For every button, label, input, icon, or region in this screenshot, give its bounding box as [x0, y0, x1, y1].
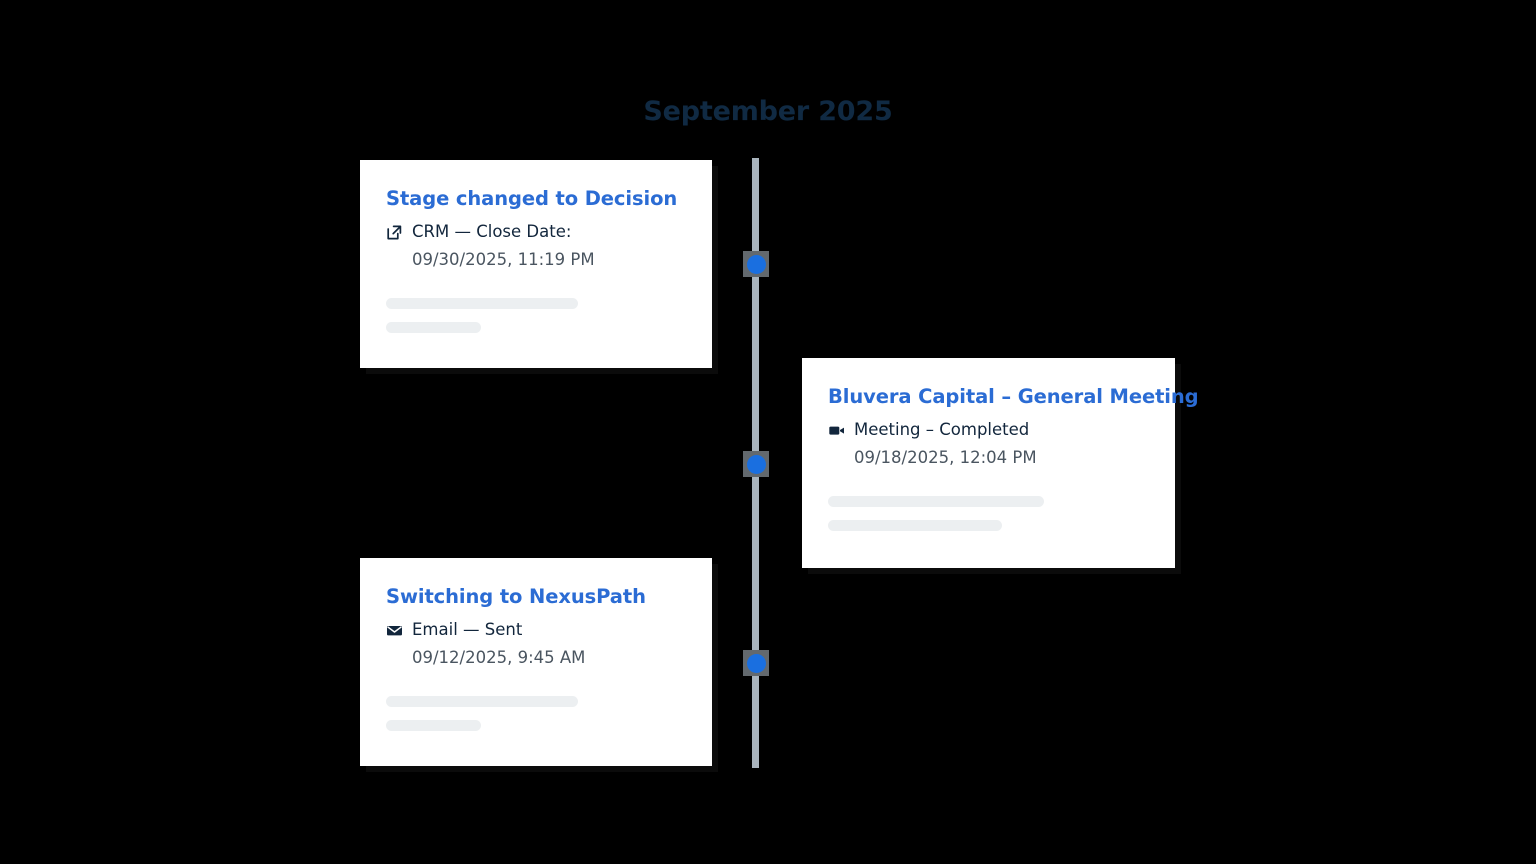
timeline-marker-switching[interactable]	[743, 650, 769, 676]
video-camera-icon	[828, 422, 845, 439]
card-meta-label: Meeting – Completed	[854, 420, 1030, 439]
card-meta-label: Email — Sent	[412, 620, 523, 639]
timeline-card-switching[interactable]: Switching to NexusPath Email — Sent 09/1…	[360, 558, 712, 766]
page-title: September 2025	[643, 96, 893, 127]
card-heading[interactable]: Switching to NexusPath	[386, 585, 646, 608]
skeleton-bar	[386, 720, 481, 731]
timeline-dot	[746, 454, 766, 474]
skeleton-placeholder-group	[828, 496, 1145, 531]
skeleton-bar	[386, 298, 579, 309]
email-icon	[386, 622, 403, 639]
skeleton-bar	[386, 696, 579, 707]
skeleton-placeholder-group	[386, 298, 682, 333]
skeleton-placeholder-group	[386, 696, 682, 731]
card-heading[interactable]: Bluvera Capital – General Meeting	[828, 385, 1199, 408]
timeline-dot	[746, 254, 766, 274]
external-link-icon	[386, 224, 403, 241]
timeline-card-stage-changed[interactable]: Stage changed to Decision CRM — Close Da…	[360, 160, 712, 368]
card-date: 09/30/2025, 11:19 PM	[412, 250, 595, 269]
timeline-card-bluvera[interactable]: Bluvera Capital – General Meeting Meetin…	[802, 358, 1199, 568]
skeleton-bar	[828, 496, 1044, 507]
timeline-marker-stage-changed[interactable]	[743, 251, 769, 277]
skeleton-bar	[386, 322, 481, 333]
skeleton-bar	[828, 520, 1003, 531]
card-heading[interactable]: Stage changed to Decision	[386, 187, 678, 210]
timeline-marker-bluvera[interactable]	[743, 451, 769, 477]
card-meta-row: Email — Sent	[386, 618, 682, 642]
card-meta-label: CRM — Close Date:	[412, 222, 572, 241]
card-meta-row: Meeting – Completed	[828, 418, 1145, 442]
timeline-dot	[746, 653, 766, 673]
card-date: 09/18/2025, 12:04 PM	[854, 448, 1037, 467]
card-meta-row: CRM — Close Date:	[386, 220, 682, 244]
card-date: 09/12/2025, 9:45 AM	[412, 648, 586, 667]
